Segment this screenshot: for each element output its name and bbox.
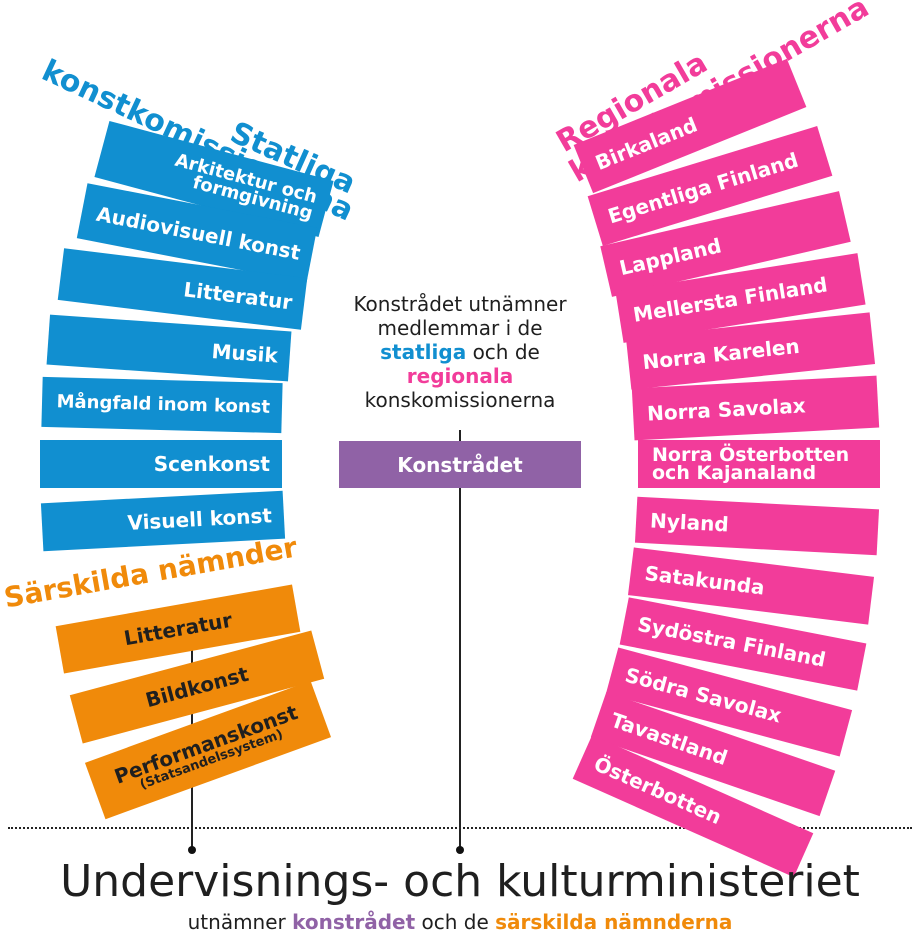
state-commission-6-text: Scenkonst (154, 454, 270, 474)
center-line-1: Konstrådet utnämner (353, 292, 567, 316)
special-board-1-label: Litteratur (122, 607, 234, 651)
special-board-2-label: Bildkonst (142, 661, 252, 713)
regional-commission-7-text: Norra Österbotten och Kajanaland (652, 443, 880, 484)
regional-commission-5-label: Norra Karelen (641, 333, 801, 375)
center-statliga: statliga (380, 340, 467, 364)
state-commission-6-label: Scenkonst (153, 452, 270, 476)
state-commission-7-text: Visuell konst (126, 503, 273, 535)
state-commission-3-label: Litteratur (182, 277, 294, 315)
ministry-sub-konstradet: konstrådet (292, 910, 416, 934)
ministry-sub-mid: och de (421, 910, 489, 934)
state-commission-4[interactable]: Musik (46, 314, 292, 382)
center-och-de: och de (472, 340, 540, 364)
council-box[interactable]: Konstrådet (339, 441, 581, 488)
state-commission-7-label: Visuell konst (126, 503, 273, 535)
state-commission-4-text: Musik (210, 339, 279, 368)
regional-commission-3-label: Lappland (617, 233, 724, 281)
ministry-title: Undervisnings- och kulturministeriet (60, 856, 860, 907)
state-commission-5-text: Mångfald inom konst (56, 391, 271, 419)
state-commission-6[interactable]: Scenkonst (40, 440, 282, 488)
special-connector-dot (188, 846, 196, 854)
center-line-2: medlemmar i de (377, 316, 543, 340)
regional-commission-8-label: Nyland (649, 508, 730, 537)
center-description: Konstrådet utnämner medlemmar i de statl… (300, 292, 620, 412)
regional-commission-3-text: Lappland (617, 233, 724, 281)
state-commission-4-label: Musik (210, 339, 279, 368)
council-connector-dot (456, 846, 464, 854)
regional-commission-8[interactable]: Nyland (634, 496, 880, 556)
ministry-sub-pre: utnämner (187, 910, 286, 934)
state-commission-5[interactable]: Mångfald inom konst (41, 376, 283, 434)
regional-commission-9-text: Satakunda (643, 561, 766, 600)
center-line-3: statliga och de (300, 340, 620, 364)
regional-commission-6-label: Norra Savolax (646, 393, 807, 426)
regional-commission-7[interactable]: Norra Österbotten och Kajanaland (638, 440, 880, 488)
regional-commission-5-text: Norra Karelen (641, 333, 801, 375)
state-commission-5-label: Mångfald inom konst (56, 391, 271, 419)
council-connector-line (459, 430, 461, 850)
center-line-5: konskomissionerna (364, 388, 556, 412)
special-board-1-text: Litteratur (122, 607, 234, 651)
regional-commission-8-text: Nyland (649, 508, 730, 537)
center-regionala: regionala (406, 364, 514, 388)
regional-commission-6-text: Norra Savolax (646, 393, 807, 426)
special-board-2-text: Bildkonst (142, 661, 252, 713)
state-commission-3-text: Litteratur (182, 277, 294, 315)
regional-commission-9-label: Satakunda (643, 561, 766, 600)
regional-commission-7-label: Norra Österbotten och Kajanaland (652, 443, 850, 484)
council-label: Konstrådet (397, 452, 523, 477)
ministry-sub-namnder: särskilda nämnderna (495, 910, 733, 934)
ministry-subtitle: utnämner konstrådet och de särskilda näm… (0, 912, 920, 932)
